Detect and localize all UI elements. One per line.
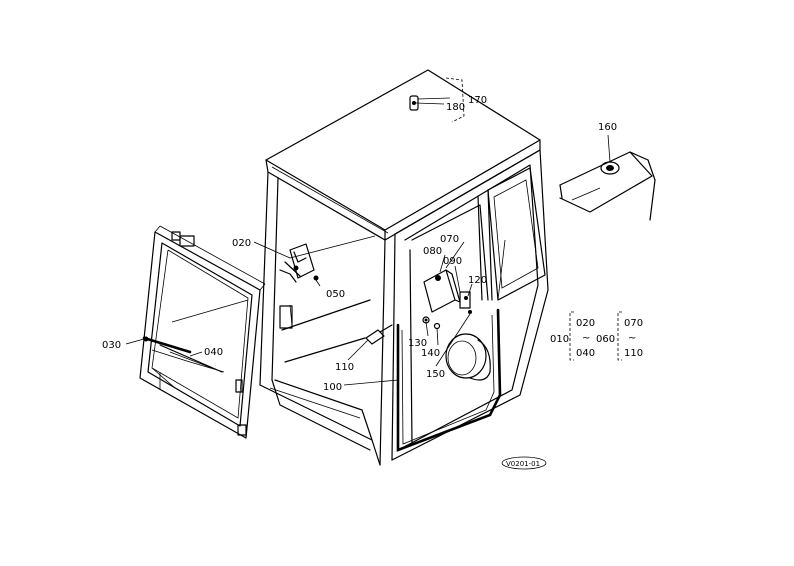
wiper-motor <box>422 269 472 330</box>
callout-100: 100 <box>323 382 342 393</box>
figure-code: V0201-01 <box>501 456 547 470</box>
assembly-legend: 010 020 ~ 040 060 070 ~ 110 <box>550 311 643 361</box>
callout-labels: 020 050 030 040 070 080 090 120 130 140 … <box>102 95 617 393</box>
cab-frame <box>259 149 549 466</box>
callout-090: 090 <box>443 256 462 267</box>
front-wiper-motor <box>279 243 319 283</box>
door-seal <box>396 308 502 452</box>
callout-150: 150 <box>426 369 445 380</box>
callout-020: 020 <box>232 238 251 249</box>
legend-040: 040 <box>576 348 595 359</box>
callout-050: 050 <box>326 289 345 300</box>
callout-130: 130 <box>408 338 427 349</box>
callout-180: 180 <box>446 102 465 113</box>
roof-vent <box>409 77 465 123</box>
legend-010: 010 <box>550 334 569 345</box>
callout-160: 160 <box>598 122 617 133</box>
callout-120: 120 <box>468 275 487 286</box>
wiper-blade-arm <box>142 336 223 373</box>
windshield-frame <box>139 225 266 439</box>
callout-040: 040 <box>204 347 223 358</box>
callout-070: 070 <box>440 234 459 245</box>
leader-lines <box>125 97 611 386</box>
legend-060: 060 <box>596 334 615 345</box>
dome-lamp <box>445 333 491 381</box>
grommet <box>365 324 393 345</box>
legend-020: 020 <box>576 318 595 329</box>
callout-110: 110 <box>335 362 354 373</box>
hood <box>559 151 656 221</box>
callout-170: 170 <box>468 95 487 106</box>
legend-070: 070 <box>624 318 643 329</box>
callout-030: 030 <box>102 340 121 351</box>
figure-code-label: V0201-01 <box>506 460 540 468</box>
legend-tilde-2: ~ <box>628 333 636 344</box>
callout-140: 140 <box>421 348 440 359</box>
legend-110: 110 <box>624 348 643 359</box>
cab-roof <box>265 69 541 241</box>
callout-080: 080 <box>423 246 442 257</box>
legend-tilde-1: ~ <box>582 333 590 344</box>
